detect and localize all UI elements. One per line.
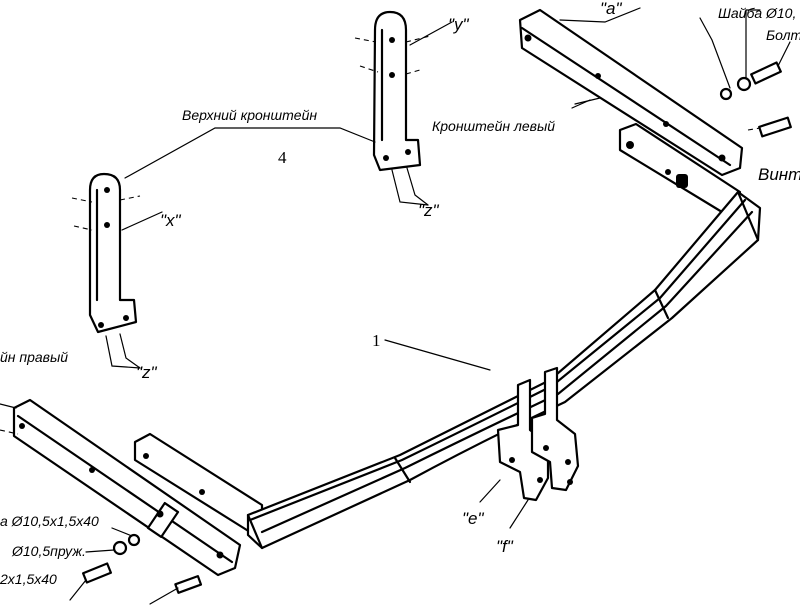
- label-a: "a": [600, 0, 622, 18]
- label-y: "y": [448, 15, 470, 34]
- label-part-1: 1: [372, 331, 381, 350]
- label-z-right: "z": [418, 201, 440, 220]
- label-upper-bracket: Верхний кронштейн: [182, 107, 317, 123]
- label-e: "e": [462, 509, 484, 528]
- label-washer-flat-bottom: а Ø10,5х1,5х40: [0, 513, 99, 529]
- label-bracket-left: Кронштейн левый: [432, 118, 555, 134]
- fasteners-bottom: [69, 527, 203, 605]
- label-washer-top: Шайба Ø10,: [718, 5, 796, 21]
- label-z-left: "z": [136, 363, 158, 382]
- label-part-4: 4: [278, 148, 287, 167]
- label-washer-spring-bottom: Ø10,5пруж.: [11, 543, 86, 559]
- label-bracket-right: йн правый: [0, 349, 68, 365]
- tow-ball-mount: [479, 366, 580, 529]
- fasteners-top: [699, 9, 792, 138]
- label-bolt-bottom: 2х1,5х40: [0, 571, 57, 587]
- label-x: "x": [160, 211, 182, 230]
- leader-upper-bracket: [124, 127, 376, 179]
- label-f: "f": [496, 537, 514, 556]
- label-bolt-top: Болт: [766, 27, 800, 43]
- upper-bracket-x: [71, 172, 163, 369]
- upper-bracket-y: [354, 10, 453, 206]
- leader-bracket-left: [571, 99, 591, 109]
- leader-part-1: [384, 339, 491, 371]
- main-crossbar: [246, 190, 762, 550]
- label-screw-top: Винт: [758, 165, 800, 184]
- bracket-right: [0, 398, 242, 577]
